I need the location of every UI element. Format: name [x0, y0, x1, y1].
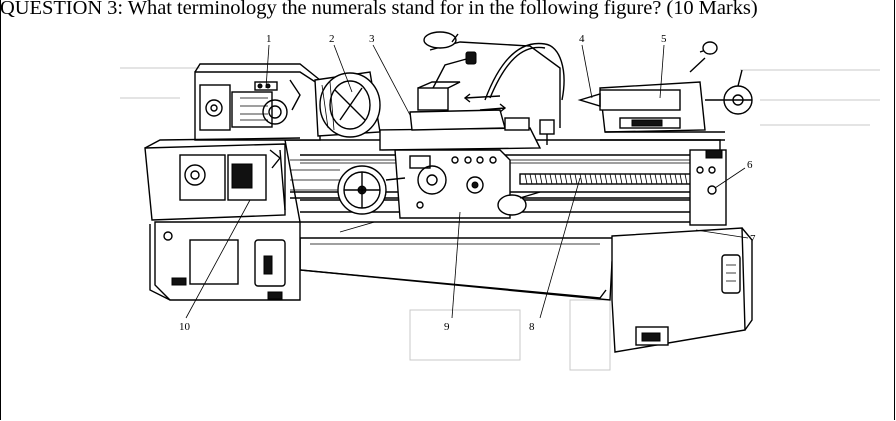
- callout-numbers: 1 2 3 4 5 6 7 8 9 10: [179, 33, 756, 333]
- callout-1: 1: [266, 33, 272, 45]
- lathe-machine-drawing: [144, 31, 753, 353]
- callout-6: 6: [747, 159, 753, 171]
- callout-7: 7: [750, 233, 756, 245]
- background-bleed-through: [120, 67, 880, 371]
- callout-9: 9: [444, 321, 450, 333]
- callout-leader-lines: [185, 44, 749, 319]
- callout-5: 5: [661, 33, 667, 45]
- callout-10: 10: [179, 321, 191, 333]
- question-heading: QUESTION 3: What terminology the numeral…: [0, 0, 758, 19]
- callout-4: 4: [579, 33, 585, 45]
- callout-2: 2: [329, 33, 335, 45]
- callout-8: 8: [529, 321, 535, 333]
- callout-3: 3: [369, 33, 375, 45]
